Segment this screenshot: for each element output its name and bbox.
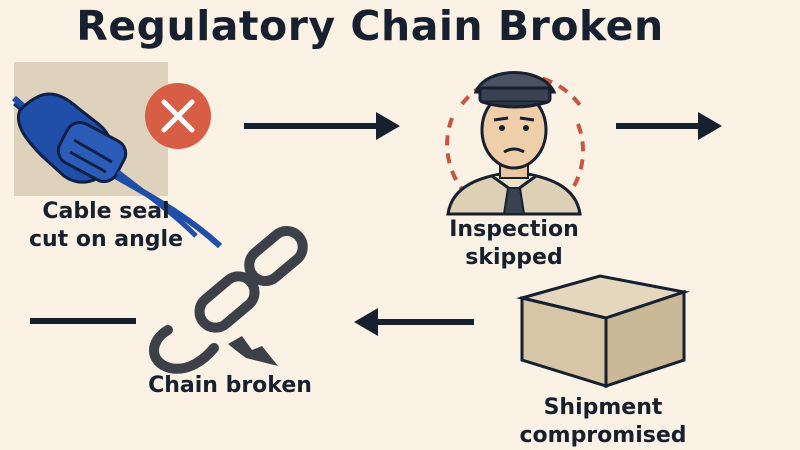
step-label-chain: Chain broken xyxy=(140,372,320,400)
inspector-officer-icon xyxy=(445,71,586,216)
cut-cable-seal-icon xyxy=(12,92,223,249)
cardboard-box-icon xyxy=(516,274,690,389)
flow-arrow-3 xyxy=(354,308,474,336)
step-label-inspection: Inspection skipped xyxy=(424,216,604,272)
step-label-shipment: Shipment compromised xyxy=(510,394,696,450)
shipment-label-line1: Shipment xyxy=(543,395,663,420)
shipment-label-line2: compromised xyxy=(519,423,687,448)
flow-arrow-2 xyxy=(616,112,722,140)
step-label-seal: Cable seal cut on angle xyxy=(6,198,206,254)
seal-label-line1: Cable seal xyxy=(42,199,170,224)
x-circle-icon xyxy=(145,83,211,149)
broken-chain-icon xyxy=(149,226,308,374)
inspection-label-line2: skipped xyxy=(465,245,563,270)
seal-label-line2: cut on angle xyxy=(28,227,184,252)
inspection-label-line1: Inspection xyxy=(449,217,579,242)
flow-arrow-1 xyxy=(244,112,400,140)
chain-label-line1: Chain broken xyxy=(148,373,312,398)
diagram-title: Regulatory Chain Broken xyxy=(76,2,664,50)
